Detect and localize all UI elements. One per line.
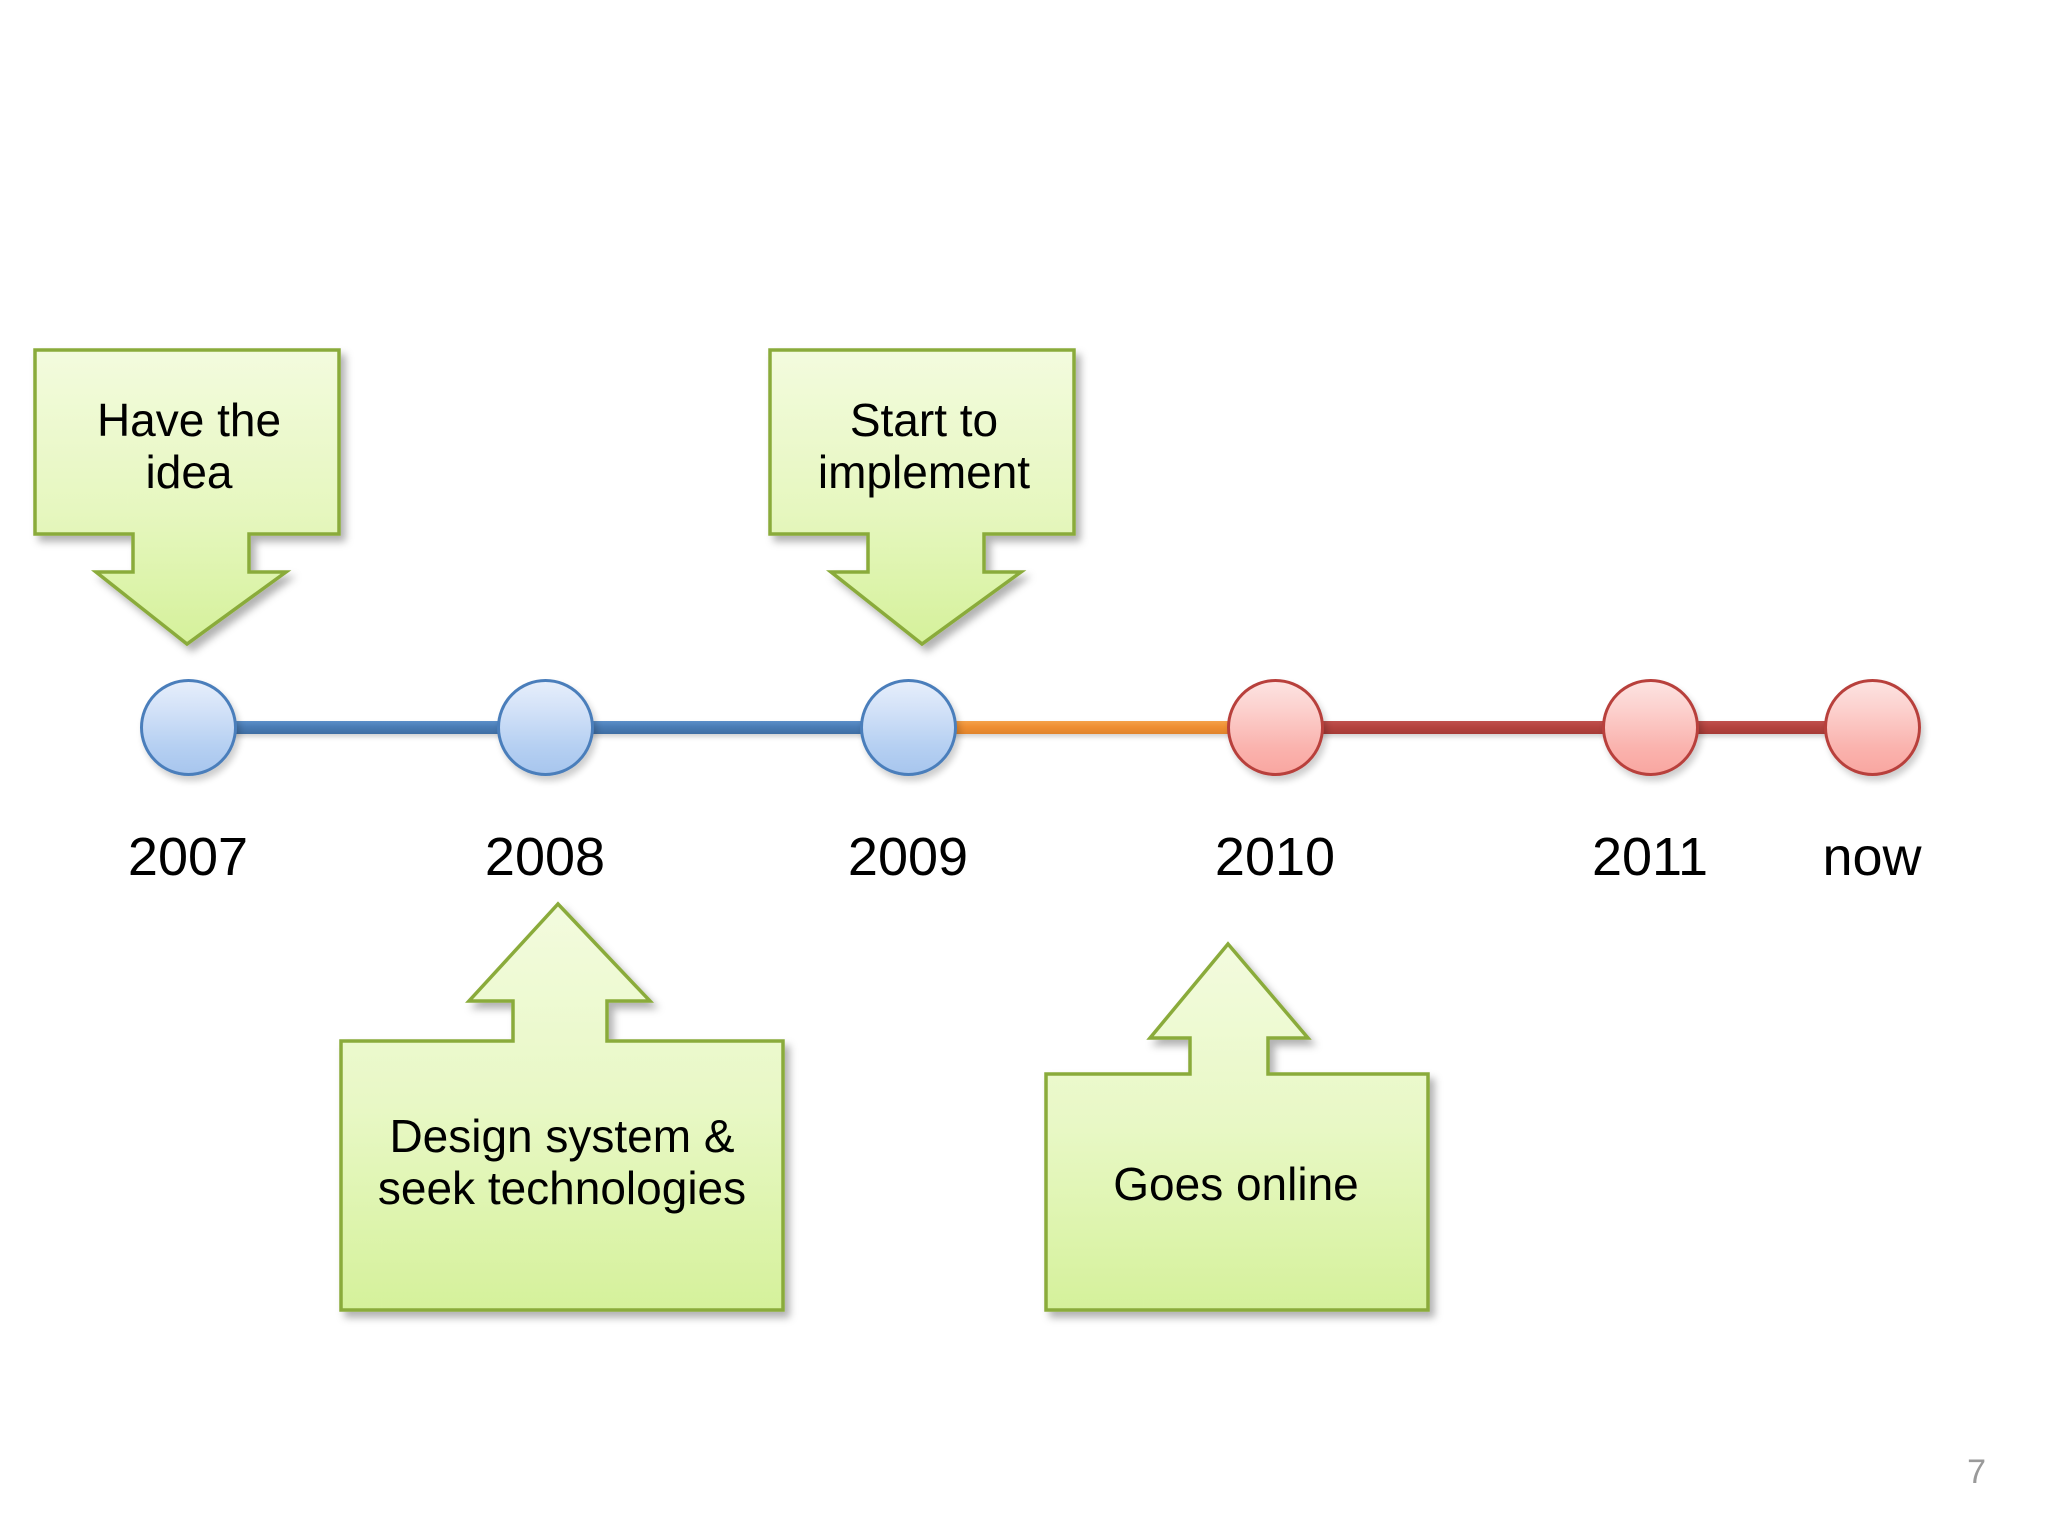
callout-up-arrow-shape	[339, 901, 785, 1312]
callout-start-to-implement[interactable]: Start to implement	[768, 348, 1080, 648]
timeline-label-2011: 2011	[1591, 827, 1709, 887]
connector-2011-now	[1694, 721, 1831, 734]
connector-2009-2010	[952, 721, 1234, 734]
timeline-label-now: now	[1822, 827, 1922, 887]
callout-down-arrow-shape	[33, 348, 341, 647]
callout-have-the-idea-text: Have the idea	[96, 394, 282, 499]
connector-2010-2011	[1319, 721, 1609, 734]
timeline-node-2009[interactable]	[860, 679, 957, 776]
timeline-label-2007: 2007	[127, 827, 249, 887]
callout-goes-online-text: Goes online	[1113, 1158, 1359, 1210]
page-number: 7	[1967, 1453, 1986, 1491]
callout-start-to-implement-text: Start to implement	[817, 394, 1031, 499]
timeline-node-now[interactable]	[1824, 679, 1921, 776]
timeline-label-2008: 2008	[484, 827, 606, 887]
callout-design-system-text: Design system & seek technologies	[377, 1110, 747, 1215]
callout-goes-online[interactable]: Goes online	[1040, 938, 1432, 1316]
timeline-node-2010[interactable]	[1227, 679, 1324, 776]
timeline-label-2010: 2010	[1214, 827, 1336, 887]
timeline-node-2008[interactable]	[497, 679, 594, 776]
callout-design-system[interactable]: Design system & seek technologies	[337, 898, 787, 1316]
callout-have-the-idea[interactable]: Have the idea	[33, 348, 345, 648]
timeline-label-2009: 2009	[847, 827, 969, 887]
callout-down-arrow-shape	[768, 348, 1076, 647]
connector-2008-2009	[589, 721, 867, 734]
callout-up-arrow-shape	[1044, 941, 1430, 1312]
connector-2007-2008	[232, 721, 504, 734]
timeline-node-2011[interactable]	[1602, 679, 1699, 776]
timeline-node-2007[interactable]	[140, 679, 237, 776]
